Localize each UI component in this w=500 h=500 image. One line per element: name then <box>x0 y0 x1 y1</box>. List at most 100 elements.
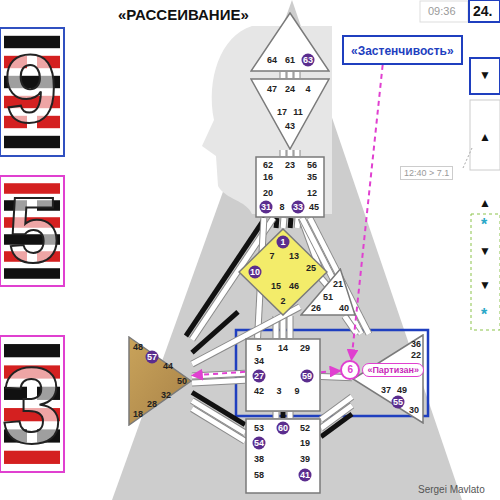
gate-number: 42 <box>254 386 264 396</box>
arrow-glyph: ▲ <box>479 130 491 144</box>
open-channel <box>281 218 287 228</box>
channel-line <box>290 72 291 78</box>
throat-center: 622356163520123183345 <box>255 156 325 218</box>
gate-number: 23 <box>285 160 295 170</box>
gate-number: 7 <box>269 251 274 261</box>
channel-line <box>186 218 265 336</box>
arrow-glyph: ▲ <box>479 196 491 210</box>
center-outline <box>246 419 320 493</box>
channel-outline <box>294 150 301 156</box>
gate-callout: 6«Партизан» <box>340 360 424 380</box>
gate-number: 56 <box>307 160 317 170</box>
gate-number: 17 <box>277 107 287 117</box>
gate-number: 8 <box>279 202 284 212</box>
open-channel <box>281 150 286 156</box>
active-gate-number: 57 <box>146 351 159 364</box>
channel-line <box>283 72 284 78</box>
gate-number: 3 <box>276 386 281 396</box>
gate-number: 39 <box>300 454 310 464</box>
watermark: Sergei Mavlato <box>418 484 485 495</box>
star-mark: * <box>481 216 487 234</box>
gate-number: 53 <box>254 423 264 433</box>
hexagram-number: 9 <box>4 34 57 144</box>
date-text: 24. <box>473 3 492 19</box>
gate-number: 25 <box>306 263 316 273</box>
center-outline <box>353 335 423 423</box>
gate-number: 29 <box>300 343 310 353</box>
gate-number: 20 <box>263 188 273 198</box>
active-gate-number: 31 <box>260 201 273 214</box>
active-gate-number: 54 <box>253 437 266 450</box>
channel-line <box>283 150 284 156</box>
solar-plexus-center: 362237495530 <box>352 334 424 424</box>
heart-center: 21512640 <box>300 268 356 316</box>
gate-number: 2 <box>280 296 285 306</box>
dashed-arrow <box>192 372 245 376</box>
pointer-arrow <box>351 65 382 360</box>
gate-number: 13 <box>289 251 299 261</box>
gate-number: 37 <box>381 385 391 395</box>
active-gate-number: 27 <box>253 370 266 383</box>
gate-number: 19 <box>300 438 310 448</box>
root-center: 536052541938395841 <box>245 418 321 494</box>
open-channel <box>274 412 279 418</box>
date-box <box>469 0 500 22</box>
channel-line <box>283 218 285 228</box>
center-outline <box>251 13 329 71</box>
defined-channel <box>321 414 352 437</box>
panel-frame <box>0 336 64 472</box>
gate-number: 18 <box>133 409 143 419</box>
defined-channel <box>186 218 265 336</box>
highlight-frame <box>236 330 428 416</box>
arrow-glyph: ▼ <box>479 244 491 258</box>
active-gate-number: 60 <box>277 422 290 435</box>
gate-number: 58 <box>254 470 264 480</box>
open-channel <box>288 412 293 418</box>
active-gate-number: 55 <box>392 396 405 409</box>
channel-outline <box>280 218 288 228</box>
gate-number: 50 <box>177 376 187 386</box>
gate-number: 22 <box>411 350 421 360</box>
channel-outline <box>287 72 294 78</box>
open-channel <box>288 72 293 78</box>
dashed-box <box>471 214 500 330</box>
channel-outline <box>287 412 294 418</box>
open-channel <box>281 72 286 78</box>
center-outline <box>246 339 320 411</box>
gate-number: 15 <box>271 281 281 291</box>
gate-number: 36 <box>411 339 421 349</box>
channel-line <box>290 316 291 338</box>
channel-line <box>192 380 245 383</box>
open-channel <box>288 316 293 338</box>
callout-box: «Застенчивость» <box>342 35 463 65</box>
open-channel <box>192 380 245 383</box>
hexagram-number: 5 <box>8 176 59 284</box>
channel-line <box>297 150 298 156</box>
gate-number: 47 <box>267 84 277 94</box>
ajna-center: 47244171143 <box>250 78 330 150</box>
channel-outline <box>287 316 294 338</box>
aura <box>112 0 462 500</box>
defined-channel <box>288 218 294 228</box>
gate-number: 11 <box>293 107 303 117</box>
hexagram-panels <box>0 28 64 472</box>
gate-number: 49 <box>397 385 407 395</box>
gate-name: «Партизан» <box>362 363 424 377</box>
open-channel <box>295 150 300 156</box>
sacral-center: 514293427594239 <box>245 338 321 412</box>
channel-line <box>290 412 291 418</box>
channel-line <box>290 218 292 228</box>
arrow-glyph: ▼ <box>479 278 491 292</box>
gate-number: 14 <box>278 343 288 353</box>
gate-number: 44 <box>163 361 173 371</box>
channel-outline <box>294 72 301 78</box>
gate-number: 43 <box>285 121 295 131</box>
gate-number: 40 <box>339 303 349 313</box>
channel-line <box>283 412 284 418</box>
gate-number: 24 <box>285 84 295 94</box>
defined-channel <box>281 412 286 418</box>
channel-outline <box>273 412 280 418</box>
timing-note: 12:40 > 7.1 <box>400 166 453 180</box>
gate-number: 46 <box>289 281 299 291</box>
active-gate-number: 33 <box>292 201 305 214</box>
